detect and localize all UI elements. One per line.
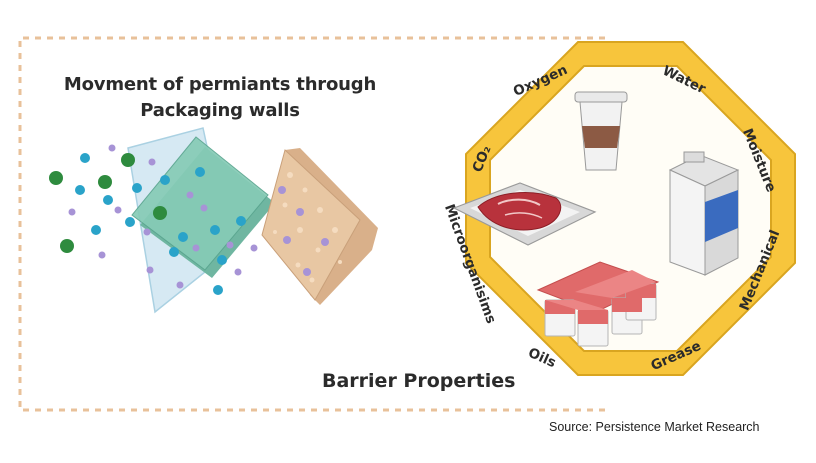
paper-lavender-dots <box>278 186 329 276</box>
meat-tray-icon <box>452 182 597 246</box>
source-credit: Source: Persistence Market Research <box>549 420 760 434</box>
barrier-properties-title: Barrier Properties <box>322 370 516 392</box>
green-particles <box>49 153 167 253</box>
lavender-particles <box>68 144 258 289</box>
paper-film <box>261 149 361 301</box>
paper-texture <box>273 172 342 283</box>
left-title-line1: Movment of permiants through <box>63 74 377 95</box>
milk-carton-icon <box>668 151 740 276</box>
coffee-cup-icon <box>574 91 628 171</box>
left-title-line2: Packaging walls <box>140 100 300 121</box>
dashed-frame <box>18 36 605 412</box>
blue-particles <box>75 153 246 295</box>
teal-film <box>131 136 269 271</box>
yogurt-cups-icon <box>536 261 660 347</box>
membrane-group <box>49 127 378 314</box>
